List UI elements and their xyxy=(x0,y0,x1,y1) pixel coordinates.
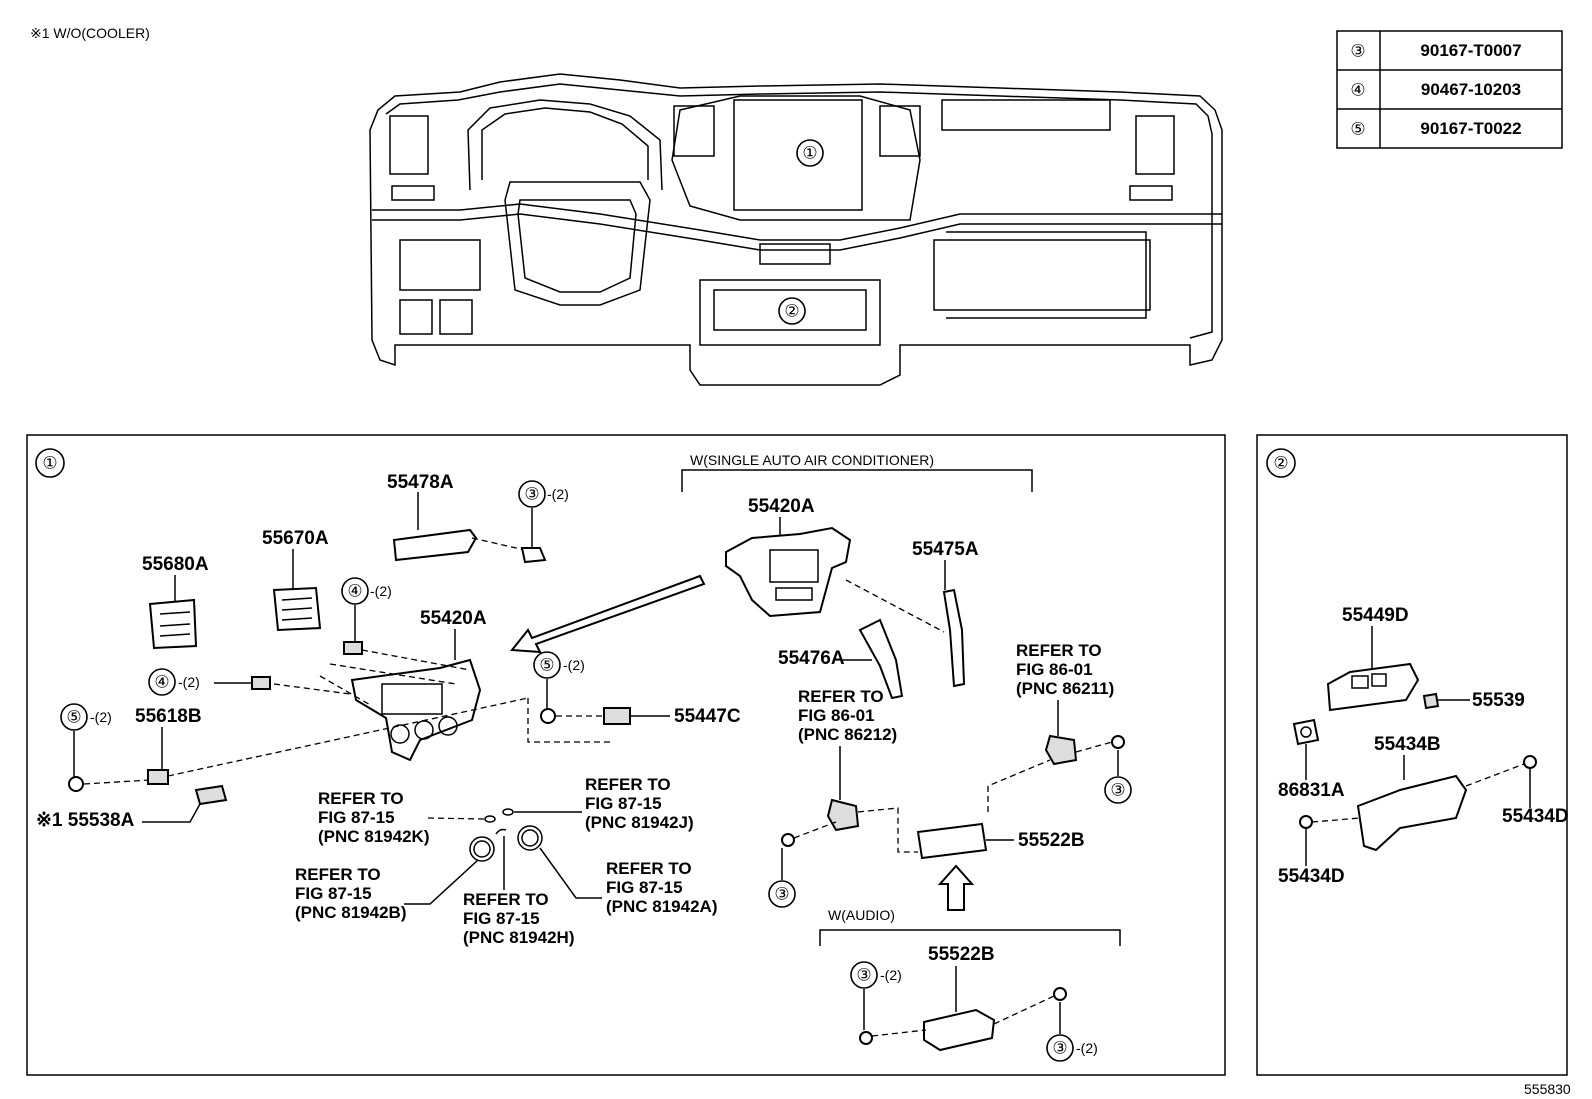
label-55680A: 55680A xyxy=(142,554,209,575)
qty-5b-circle: ⑤ xyxy=(539,656,554,675)
legend-part-4: 90467-10203 xyxy=(1421,80,1521,99)
part-55449D xyxy=(1326,662,1420,712)
qty-3e-circle: ③ xyxy=(1052,1039,1067,1058)
up-arrow xyxy=(937,864,975,911)
figure-number: 555830 xyxy=(1524,1081,1571,1097)
part-55618B xyxy=(147,769,169,785)
label-86831A: 86831A xyxy=(1278,780,1345,801)
part-55447C xyxy=(603,707,631,725)
part-55475A xyxy=(942,588,966,688)
overview-callout-2: ② xyxy=(784,302,799,321)
legend-part-3: 90167-T0007 xyxy=(1420,41,1521,60)
ref7-line1: REFER TO xyxy=(1016,641,1102,660)
qty-3e: -(2) xyxy=(1076,1040,1098,1056)
qty-3c-circle: ③ xyxy=(774,885,789,904)
audio-label: W(AUDIO) xyxy=(828,907,895,923)
ref6-line1: REFER TO xyxy=(798,687,884,706)
qty-4a-circle: ④ xyxy=(347,582,362,601)
legend-num-4: ④ xyxy=(1350,81,1365,100)
part-55539 xyxy=(1422,692,1440,710)
assembly-arrow xyxy=(510,574,706,654)
ref3-line2: FIG 87-15 xyxy=(295,884,372,903)
qty-5b: -(2) xyxy=(563,657,585,673)
part-55420A-right xyxy=(725,526,852,618)
label-55475A: 55475A xyxy=(912,539,979,560)
part-55522B-upper xyxy=(916,822,988,860)
ref4-line3: (PNC 81942H) xyxy=(463,928,575,947)
qty-4b: -(2) xyxy=(178,674,200,690)
qty-3a: -(2) xyxy=(547,486,569,502)
cooler-note: ※1 W/O(COOLER) xyxy=(30,25,150,41)
qty-5a-circle: ⑤ xyxy=(66,708,81,727)
ref5-line2: FIG 87-15 xyxy=(606,878,683,897)
label-55522B-lower: 55522B xyxy=(928,944,995,965)
label-55478A: 55478A xyxy=(387,472,454,493)
qty-4a: -(2) xyxy=(370,583,392,599)
ref1-line1: REFER TO xyxy=(318,789,404,808)
legend-num-5: ⑤ xyxy=(1350,120,1365,139)
label-55670A: 55670A xyxy=(262,528,329,549)
label-55449D: 55449D xyxy=(1342,605,1409,626)
label-55434D-left: 55434D xyxy=(1278,866,1345,887)
single-auto-label: W(SINGLE AUTO AIR CONDITIONER) xyxy=(690,452,934,468)
part-86831A xyxy=(1292,718,1320,746)
label-55447C: 55447C xyxy=(674,706,741,727)
ref7-line3: (PNC 86211) xyxy=(1016,679,1114,698)
ref2-line1: REFER TO xyxy=(585,775,671,794)
panel-1-id: ① xyxy=(42,454,57,473)
panel-2: ② 55449D 55539 86831A 55434B 55434D 5543… xyxy=(1256,434,1569,1076)
part-55522B-lower xyxy=(923,1008,996,1052)
legend-num-3: ③ xyxy=(1350,42,1365,61)
label-55539: 55539 xyxy=(1472,690,1525,711)
overview-callout-1: ① xyxy=(802,144,817,163)
ref3-line3: (PNC 81942B) xyxy=(295,903,407,922)
qty-5a: -(2) xyxy=(90,709,112,725)
ref1-line2: FIG 87-15 xyxy=(318,808,395,827)
label-55538A: ※1 55538A xyxy=(36,810,135,831)
part-55478A xyxy=(392,528,478,562)
ref7-line2: FIG 86-01 xyxy=(1016,660,1093,679)
label-55420A-right: 55420A xyxy=(748,496,815,517)
ref6-line2: FIG 86-01 xyxy=(798,706,875,725)
label-55420A-left: 55420A xyxy=(420,608,487,629)
ref5-line3: (PNC 81942A) xyxy=(606,897,718,916)
label-55434D-right: 55434D xyxy=(1502,806,1569,827)
qty-4b-circle: ④ xyxy=(154,673,169,692)
part-55434B xyxy=(1356,774,1468,852)
ref3-line1: REFER TO xyxy=(295,865,381,884)
label-55476A: 55476A xyxy=(778,648,845,669)
ref6-line3: (PNC 86212) xyxy=(798,725,897,744)
qty-3d-circle: ③ xyxy=(856,966,871,985)
qty-3d: -(2) xyxy=(880,967,902,983)
legend-part-5: 90167-T0022 xyxy=(1420,119,1521,138)
qty-3a-circle: ③ xyxy=(524,485,539,504)
label-55522B-upper: 55522B xyxy=(1018,830,1085,851)
ref4-line2: FIG 87-15 xyxy=(463,909,540,928)
ref4-line1: REFER TO xyxy=(463,890,549,909)
ref1-line3: (PNC 81942K) xyxy=(318,827,430,846)
fastener-legend: ③ 90167-T0007 ④ 90467-10203 ⑤ 90167-T002… xyxy=(1336,30,1563,149)
part-55420A-left xyxy=(350,658,482,762)
panel-2-id: ② xyxy=(1273,454,1288,473)
label-55434B: 55434B xyxy=(1374,734,1441,755)
ref5-line1: REFER TO xyxy=(606,859,692,878)
part-55538A xyxy=(194,784,228,806)
label-55618B: 55618B xyxy=(135,706,202,727)
ref2-line3: (PNC 81942J) xyxy=(585,813,694,832)
panel-1: ① W(SINGLE AUTO AIR CONDITIONER) 55478A … xyxy=(26,434,1226,1076)
ref2-line2: FIG 87-15 xyxy=(585,794,662,813)
qty-3b-circle: ③ xyxy=(1110,781,1125,800)
part-55476A xyxy=(858,618,904,700)
dashboard-overview: ① ② xyxy=(369,73,1223,386)
